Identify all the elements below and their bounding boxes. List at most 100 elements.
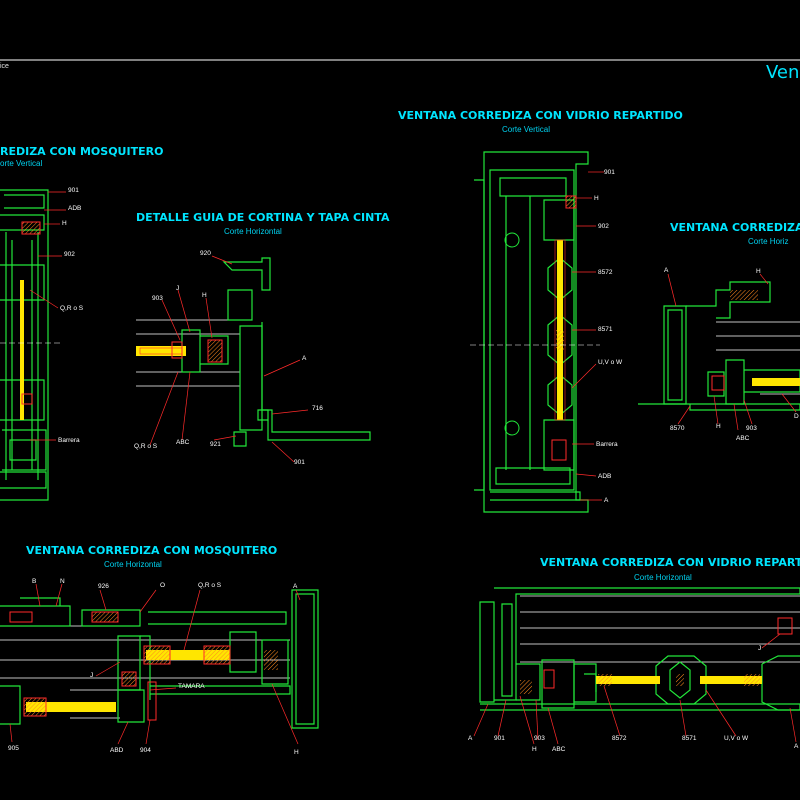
drawing-subtitle: Corte Horizontal [224, 227, 282, 236]
aluminum-profile [474, 151, 589, 513]
seal [730, 290, 758, 300]
glass-pane [146, 650, 230, 660]
glass-lines [716, 321, 800, 395]
callout-label: 8572 [612, 735, 627, 742]
callout-label: 902 [64, 251, 75, 258]
callout-label: H [594, 195, 599, 202]
callout-label: 920 [200, 250, 211, 257]
seal [711, 375, 725, 391]
callout-label: 901 [494, 735, 505, 742]
title-block-left-text: ice [0, 63, 9, 70]
callout-label: U,V o W [598, 359, 623, 366]
callout-label: A [468, 735, 473, 742]
leader-lines [9, 583, 301, 745]
aluminum-profile [638, 281, 800, 411]
glass-pane [700, 676, 762, 684]
callout-label: A [302, 355, 307, 362]
callout-label: A [664, 267, 669, 274]
callout-label: B [32, 578, 36, 585]
seal [23, 697, 47, 717]
glass-lines [520, 595, 800, 663]
callout-label: H [62, 220, 67, 227]
callout-label: A [293, 583, 298, 590]
drawing-mosquitero-horizontal: VENTANA CORREDIZA CON MOSQUITERO Corte H… [0, 544, 319, 756]
callout-label: TAMARA [178, 683, 205, 690]
callout-label: Barrera [58, 437, 80, 444]
callout-label: ABC [552, 746, 566, 753]
hollow-chamber [504, 232, 520, 248]
callout-label: ABD [110, 747, 124, 754]
callout-label: Q,R o S [134, 443, 158, 450]
callout-label: D [794, 413, 799, 420]
seal [9, 611, 33, 623]
drawing-subtitle: Corte Horiz [748, 237, 788, 246]
aluminum-profile [181, 257, 371, 447]
leader-lines [667, 273, 797, 431]
callout-label: J [758, 645, 761, 652]
callout-label: H [756, 268, 761, 275]
seal [565, 195, 577, 209]
callout-label: H [716, 423, 721, 430]
drawing-guia-cortina: DETALLE GUIA DE CORTINA Y TAPA CINTA Cor… [134, 211, 390, 466]
callout-label: 903 [746, 425, 757, 432]
seal [777, 617, 793, 635]
seal [121, 671, 137, 687]
seal [744, 674, 760, 686]
aluminum-profile [479, 587, 800, 711]
callout-label: ABC [176, 439, 190, 446]
drawing-subtitle: orte Vertical [0, 159, 42, 168]
callout-label: A [794, 743, 799, 750]
seal [598, 674, 612, 686]
callout-label: ABC [736, 435, 750, 442]
drawing-vidrio-vertical: VENTANA CORREDIZA CON VIDRIO REPARTIDO C… [398, 109, 683, 513]
callout-label: J [90, 672, 93, 679]
callout-label: 901 [294, 459, 305, 466]
seal [543, 669, 555, 689]
callout-label: 8571 [598, 326, 613, 333]
glass-pane [26, 702, 116, 712]
callout-label: 905 [8, 745, 19, 752]
seal [551, 439, 567, 461]
seal [21, 393, 33, 405]
callout-label: Q,R o S [198, 582, 222, 589]
callout-label: 8571 [682, 735, 697, 742]
glass-pane [596, 676, 660, 684]
callout-label: U,V o W [724, 735, 749, 742]
callout-label: H [202, 292, 207, 299]
callout-label: ADB [598, 473, 611, 480]
seal [203, 645, 231, 665]
callout-label: ADB [68, 205, 81, 212]
leader-lines [29, 191, 66, 441]
callout-label: Q,R o S [60, 305, 84, 312]
glass-pane [20, 280, 24, 420]
callout-label: A [604, 497, 609, 504]
drawing-subtitle: Corte Horizontal [104, 560, 162, 569]
sheet-title: Ven [766, 62, 799, 83]
hollow-chamber [504, 420, 520, 436]
callout-label: 901 [604, 169, 615, 176]
callout-label: J [176, 285, 179, 292]
callout-label: H [294, 749, 299, 756]
drawing-title: REDIZA CON MOSQUITERO [0, 145, 163, 158]
leader-lines [571, 171, 604, 501]
callout-label: 8572 [598, 269, 613, 276]
callout-label: 902 [598, 223, 609, 230]
title-block: ice Ven [0, 59, 800, 83]
drawing-title: VENTANA CORREDIZA CON VIDRIO REPARTIDO [540, 556, 800, 569]
callout-label: 8570 [670, 425, 685, 432]
callout-label: 926 [98, 583, 109, 590]
callout-label: 921 [210, 441, 221, 448]
glass-pane [136, 346, 186, 356]
callout-label: H [532, 746, 537, 753]
glass-pane [752, 378, 800, 386]
drawing-title: VENTANA CORREDIZA CON MOSQUITERO [26, 544, 277, 557]
callout-label: 903 [534, 735, 545, 742]
seal [91, 611, 119, 623]
seal [264, 650, 278, 670]
leader-lines [149, 255, 309, 463]
seal [21, 221, 41, 235]
drawing-subtitle: Corte Horizontal [634, 573, 692, 582]
callout-label: Barrera [596, 441, 618, 448]
callout-label: 903 [152, 295, 163, 302]
